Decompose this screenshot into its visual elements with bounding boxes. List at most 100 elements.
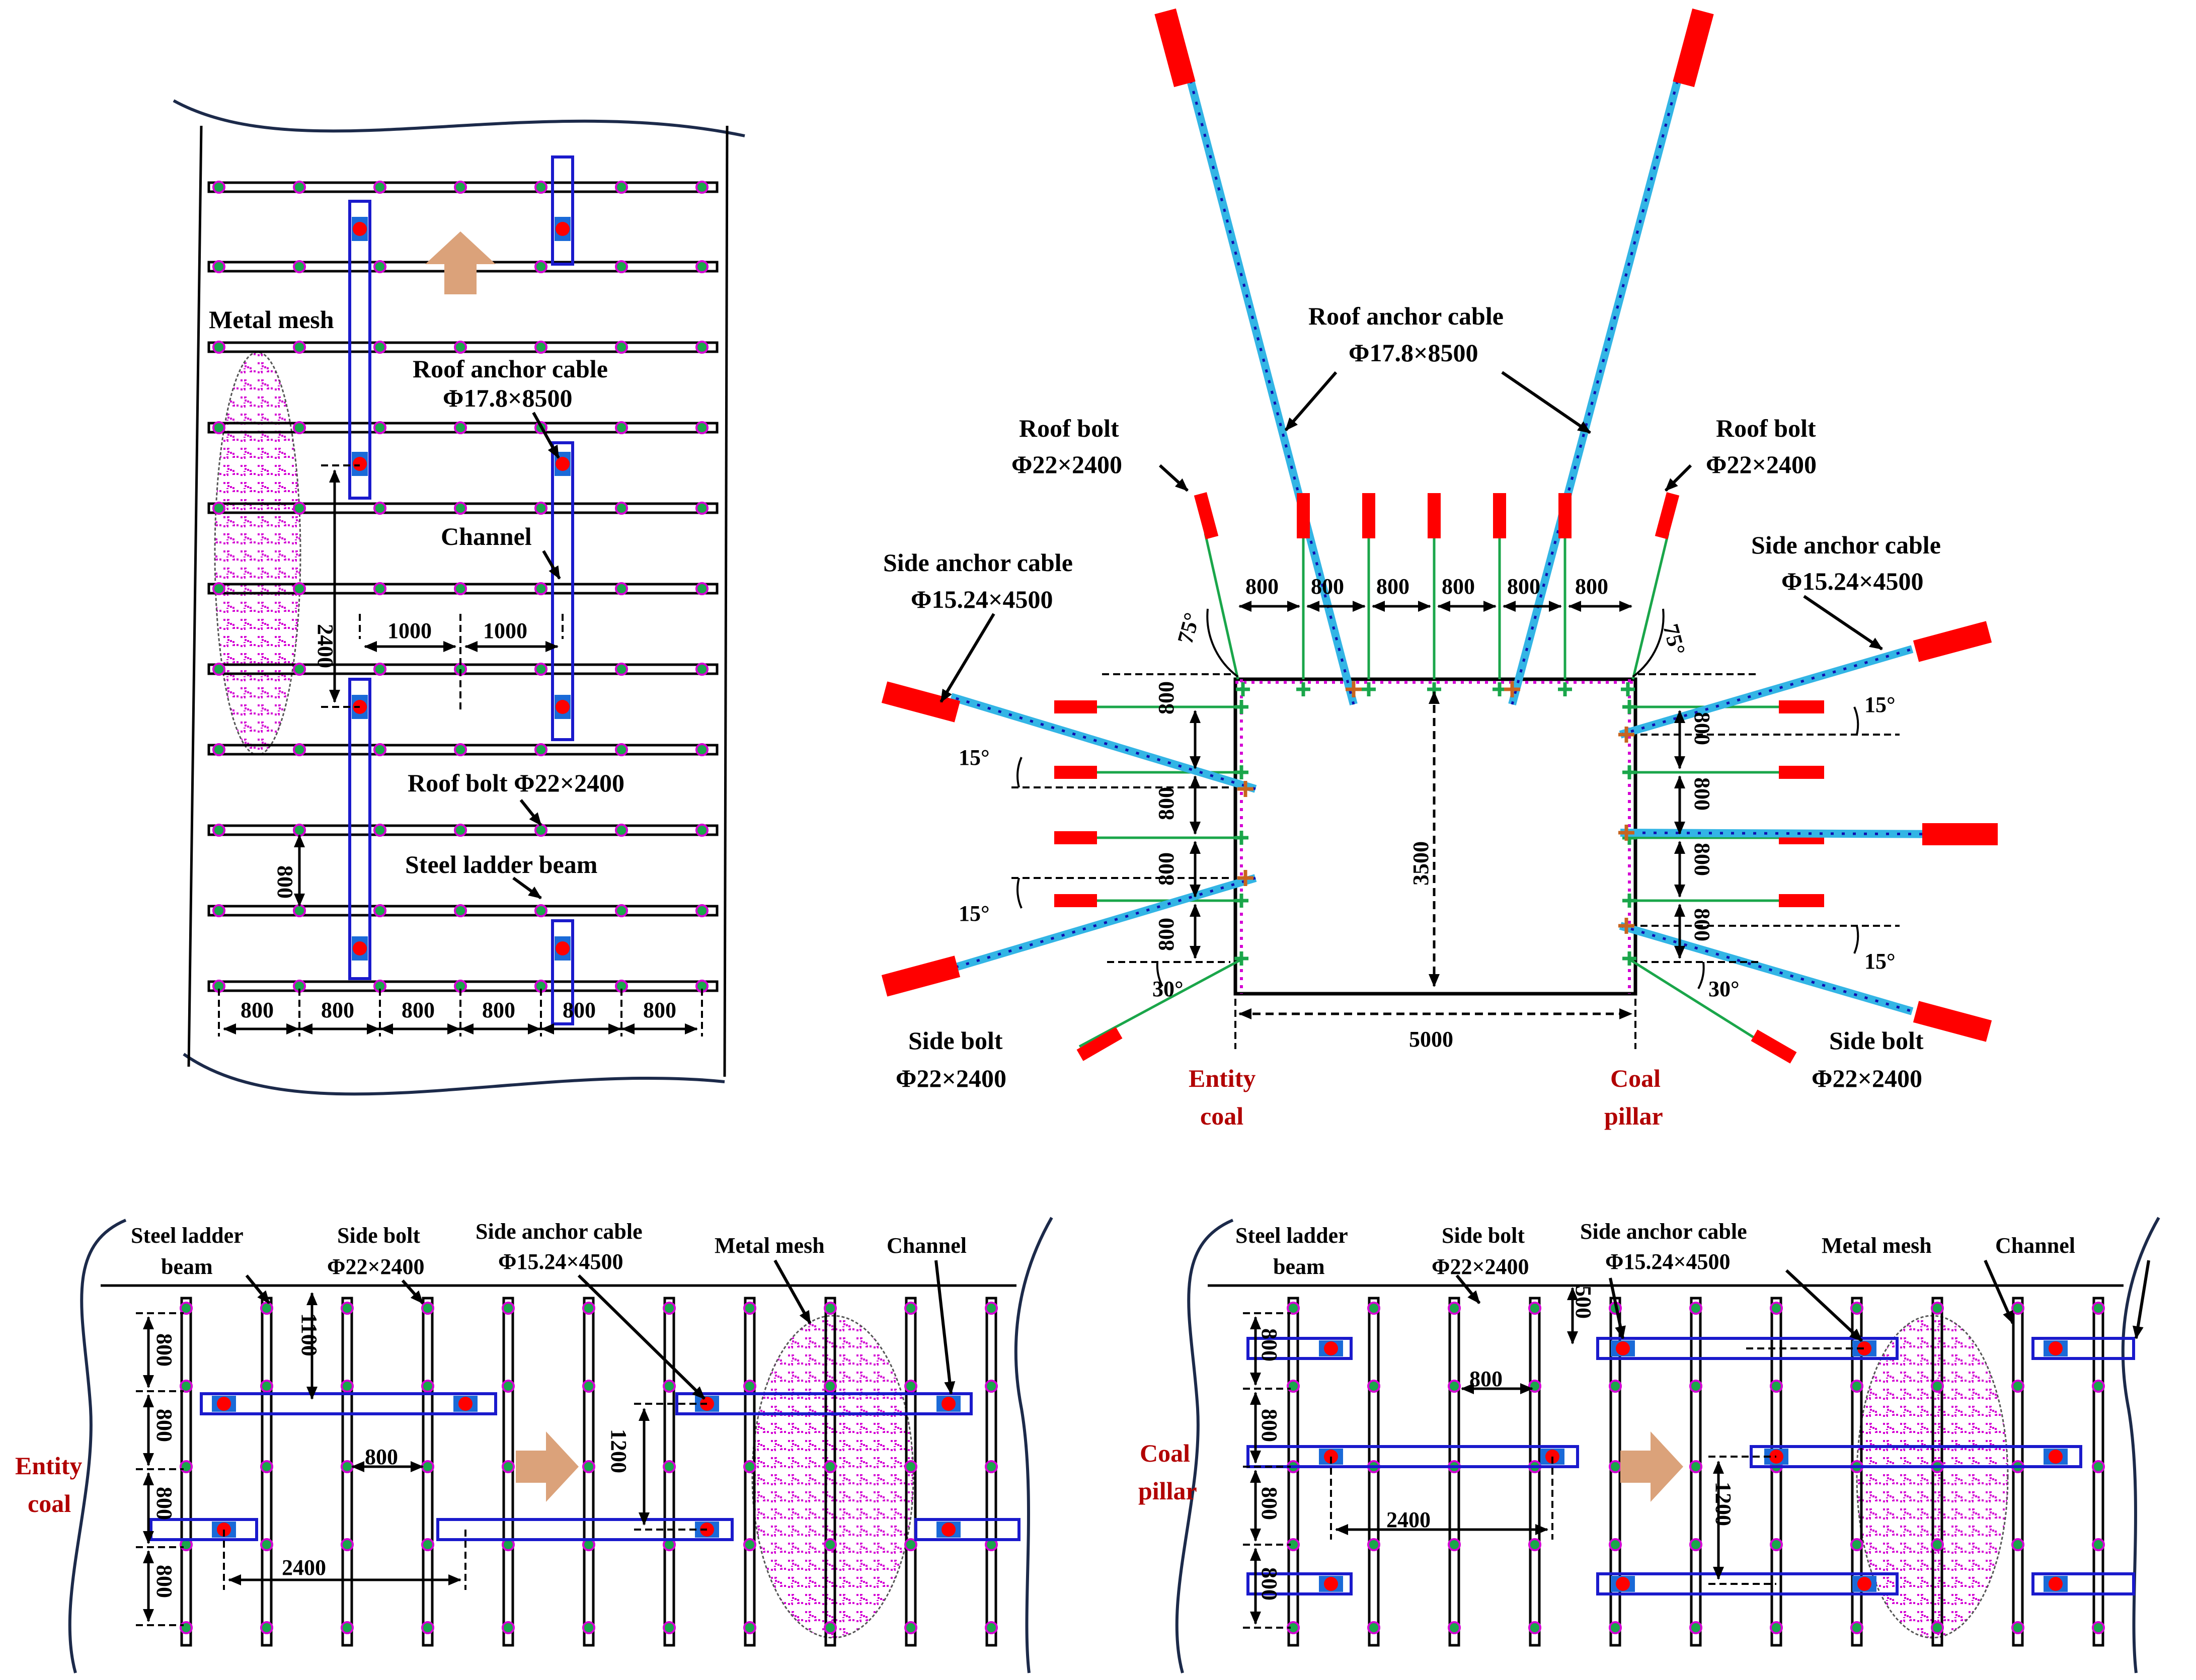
channel [1246, 1572, 1353, 1595]
bolt-node [663, 1302, 676, 1315]
bolt-node [824, 1538, 837, 1551]
leader-arrow [773, 1259, 812, 1324]
bolt-node [1850, 1538, 1863, 1551]
dim-500: 500 [1571, 1286, 1596, 1319]
steel-ladder-beam [1690, 1297, 1702, 1647]
bolt-node [260, 1538, 273, 1551]
angle-75-left: 75° [1172, 610, 1204, 646]
bolt-node [212, 663, 225, 676]
bolt-node [212, 260, 225, 273]
rock-boundary [1175, 1219, 1234, 1673]
channel [348, 200, 371, 500]
cable-anchor-dot [556, 700, 570, 714]
cable-plate [881, 955, 961, 997]
bolt-node [341, 1380, 354, 1393]
bolt-node [1609, 1538, 1622, 1551]
steel-ladder-label-2: beam [1273, 1254, 1325, 1279]
bolt-node [373, 824, 386, 837]
cable-plate [1922, 823, 1998, 845]
leader-arrow [577, 1274, 706, 1400]
steel-ladder-beam-label: Steel ladder beam [405, 850, 597, 878]
bolt-node [695, 502, 709, 515]
bolt-node [502, 1302, 515, 1315]
bolt-node [1448, 1302, 1461, 1315]
bolt-node [373, 904, 386, 917]
cable-plate [1913, 621, 1992, 662]
side-cable-label: Side anchor cable [476, 1219, 643, 1244]
angle-15: 15° [1864, 692, 1896, 717]
bolt-node [293, 181, 306, 194]
cable-anchor-dot [1324, 1341, 1338, 1355]
cable-anchor-dot [556, 457, 570, 471]
side-bolt-spec: Φ22×2400 [1432, 1254, 1529, 1279]
entity-side-label-2: coal [28, 1489, 71, 1517]
bolt-node [2011, 1302, 2024, 1315]
side-bolt-left-label: Side bolt [908, 1026, 1003, 1055]
bolt-node [341, 1302, 354, 1315]
bolt-node [373, 743, 386, 756]
bolt-node [212, 421, 225, 434]
bolt-node [373, 502, 386, 515]
bolt-node [454, 341, 467, 354]
bolt-node [212, 341, 225, 354]
bolt-node [212, 582, 225, 595]
roof-dim: 800 [1507, 574, 1540, 599]
roof-plan-labels: Metal mesh Roof anchor cable Φ17.8×8500 … [209, 305, 676, 1022]
bolt-node [373, 341, 386, 354]
bolt-node [212, 502, 225, 515]
bolt-node [212, 181, 225, 194]
bolt-node [2011, 1538, 2024, 1551]
right-dim: 800 [1690, 712, 1714, 745]
leader-arrow [519, 799, 542, 826]
angle-15: 15° [959, 745, 990, 770]
bolt-node [180, 1302, 193, 1315]
pillar-side-label: Coal [1140, 1439, 1190, 1467]
leader-arrow [1501, 371, 1591, 434]
channel-label: Channel [1995, 1233, 2075, 1258]
steel-ladder-beam [1448, 1297, 1460, 1647]
channel [200, 1392, 497, 1415]
leader-arrow [401, 1279, 424, 1304]
left-dim: 800 [1257, 1328, 1282, 1362]
bolt-node [373, 260, 386, 273]
bolt-node [1609, 1380, 1622, 1393]
bolt-node [1367, 1538, 1380, 1551]
channel-label: Channel [887, 1233, 967, 1258]
roof-bolt-right-label: Roof bolt [1716, 414, 1816, 442]
bolt-node [260, 1380, 273, 1393]
side-cable-spec: Φ15.24×4500 [1605, 1249, 1731, 1274]
bolt-node [502, 1460, 515, 1473]
steel-ladder-beam [1770, 1297, 1782, 1647]
pillar-side-label-2: pillar [1138, 1477, 1197, 1505]
bolt-node [663, 1621, 676, 1634]
steel-ladder-label: Steel ladder [1235, 1223, 1348, 1248]
angle-75-right: 75° [1658, 621, 1690, 658]
bolt-node [341, 1460, 354, 1473]
channel [436, 1518, 734, 1541]
steel-ladder-beam [905, 1297, 917, 1647]
angle-15: 15° [959, 901, 990, 926]
channel-label: Channel [441, 522, 532, 550]
roof-bolt-head [1655, 492, 1680, 539]
bolt-node [1689, 1460, 1702, 1473]
steel-ladder-beam [2012, 1297, 2024, 1647]
bolt-node [341, 1538, 354, 1551]
roof-bolt-left-spec: Φ22×2400 [1011, 450, 1122, 478]
bolt-node [615, 663, 628, 676]
leader-arrow [1609, 1277, 1626, 1339]
bolt-node [534, 260, 547, 273]
cable-anchor-dot [942, 1397, 956, 1411]
bolt-node [1528, 1621, 1541, 1634]
channel [348, 678, 371, 980]
bolt-node [1367, 1380, 1380, 1393]
side-anchor-cable [1619, 645, 1914, 739]
side-cable-spec: Φ15.24×4500 [498, 1249, 623, 1274]
angle-arc [1206, 608, 1239, 678]
coal-pillar-label-2: pillar [1604, 1102, 1663, 1130]
leader-arrow [532, 412, 560, 459]
channel [1596, 1572, 1899, 1595]
leader-arrow [934, 1260, 956, 1395]
cable-strand [1179, 40, 1355, 705]
channel [2031, 1337, 2135, 1360]
bolt-node [454, 582, 467, 595]
